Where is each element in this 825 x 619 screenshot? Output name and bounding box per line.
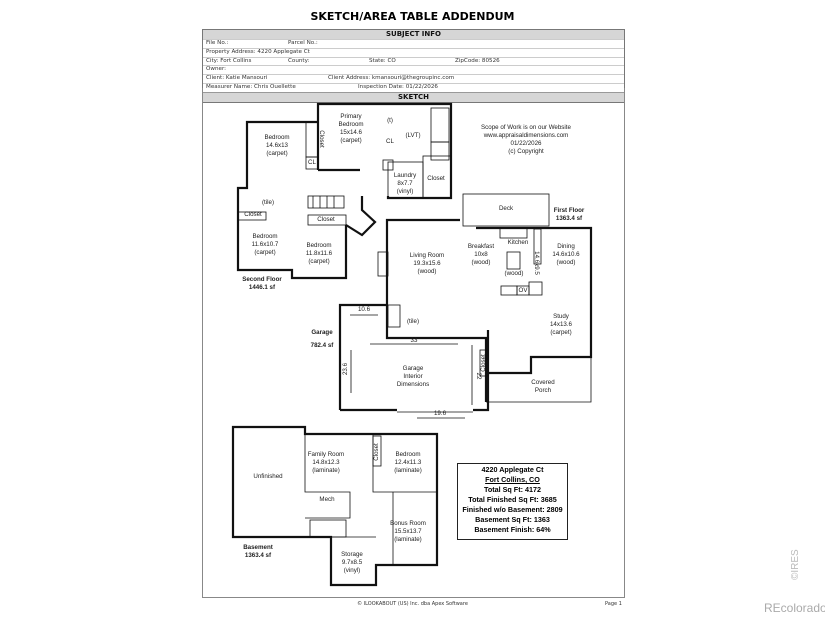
property-address: Property Address: 4220 Applegate Ct	[206, 48, 310, 55]
garage-dim: 22	[475, 372, 482, 380]
garage-dim: 33	[410, 337, 418, 344]
client: Client: Katie Mansouri	[206, 75, 268, 82]
closet-label: Closet	[427, 175, 445, 182]
cl-label: CL	[386, 138, 394, 145]
area-summary-box: 4220 Applegate Ct Fort Collins, CO Total…	[457, 463, 568, 540]
cl-label: CL	[308, 159, 316, 166]
tile-label: (tile)	[406, 318, 420, 325]
lvt-label: (LVT)	[405, 132, 421, 139]
subject-info-header: SUBJECT INFO	[203, 30, 624, 39]
kitchen-dim: 14.6x9.5	[532, 251, 540, 275]
garage-dim: 23.6	[342, 362, 349, 376]
page-number: Page 1	[605, 601, 622, 607]
subject-info-form: SUBJECT INFO File No.: Parcel No.: Proper…	[202, 29, 625, 103]
closet-label: Closet	[373, 443, 380, 461]
ires-watermark: ©IRES	[790, 549, 801, 580]
garage-dim: 10.6	[357, 306, 371, 313]
closet-label: Closet	[317, 216, 335, 223]
owner: Owner:	[206, 66, 227, 73]
oven-label: OV	[518, 287, 528, 294]
file-no: File No.:	[206, 40, 229, 46]
city: City: Fort Collins	[206, 57, 252, 64]
sketch-header: SKETCH	[203, 91, 624, 102]
closet-label: Closet	[244, 211, 262, 218]
deck-label: Deck	[498, 205, 514, 212]
mech-label: Mech	[319, 496, 335, 503]
toilet-label: (t)	[387, 117, 393, 124]
basement-walls	[231, 425, 439, 587]
inspection-date: Inspection Date: 01/22/2026	[358, 83, 438, 90]
second-floor-interior	[237, 107, 452, 226]
closet-label: Closet	[480, 354, 487, 372]
zip: ZipCode: 80526	[455, 57, 500, 64]
room-kitchen: Kitchen	[507, 239, 529, 246]
page-title: SKETCH/AREA TABLE ADDENDUM	[310, 10, 515, 23]
client-address: Client Address: kmansouri@thegroupinc.co…	[328, 75, 455, 82]
closet-label: Closet	[317, 130, 325, 148]
first-floor-interior	[350, 193, 592, 419]
state: State: CO	[369, 57, 396, 64]
garage-dim: 19.6	[433, 410, 447, 417]
tile-label: (tile)	[261, 199, 275, 206]
measurer: Measurer Name: Chris Ouellette	[206, 83, 296, 90]
sketch-frame	[202, 88, 625, 598]
basement-interior	[304, 434, 437, 565]
footer-copyright: © ILOOKABOUT (US) Inc. dba Apex Software	[357, 601, 468, 607]
kitchen-floor: (wood)	[504, 270, 524, 277]
unfinished-label: Unfinished	[253, 473, 283, 480]
parcel-no: Parcel No.:	[288, 40, 318, 46]
county: County:	[288, 57, 310, 64]
recolorado-watermark: REcolorado	[764, 601, 825, 615]
